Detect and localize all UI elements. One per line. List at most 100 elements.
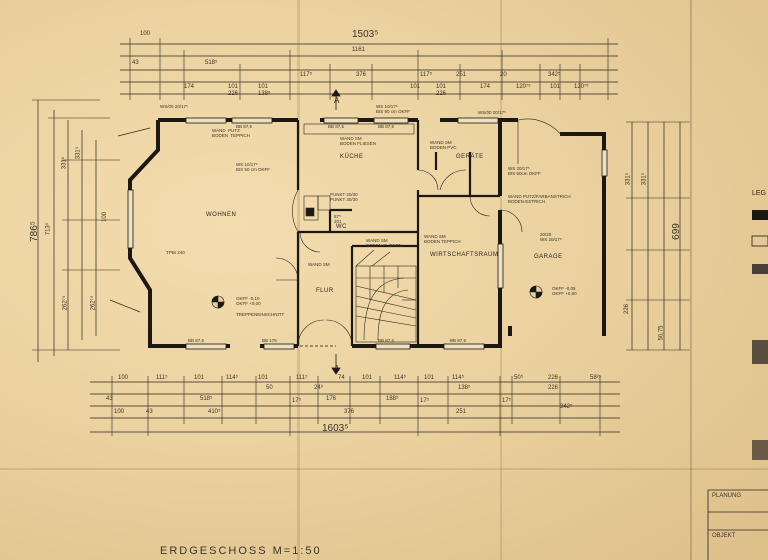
dim-bot-50: 50 bbox=[266, 385, 273, 391]
room-garage: GARAGE bbox=[534, 254, 563, 260]
note-ws-top-right: WS/00 20/17⁵ bbox=[478, 110, 506, 115]
dim-top-138: 138⁵ bbox=[258, 91, 271, 97]
note-wand-wc: WAND SM BODEN FLIESEN bbox=[366, 238, 403, 248]
dim-top-total: 1503⁵ bbox=[352, 29, 379, 40]
dim-bot-17c: 17⁵ bbox=[502, 398, 512, 404]
window-label: BB 87,5 bbox=[378, 338, 395, 343]
dim-bot-249: 24⁹ bbox=[314, 385, 324, 391]
dim-bot-74: 74 bbox=[338, 375, 345, 381]
dim-left-786: 786⁵ bbox=[28, 221, 40, 242]
window-label: BB 87,5 bbox=[450, 338, 467, 343]
dim-top-226b: 226 bbox=[436, 91, 447, 97]
section-mark-top: A bbox=[334, 96, 340, 105]
dim-bot-100b: 100 bbox=[114, 409, 125, 415]
dim-left-713: 713⁵ bbox=[45, 222, 52, 236]
note-okff-wohnen: OKFF -0,10 OKFF +0,00 bbox=[236, 296, 261, 306]
dim-bot-410: 410⁵ bbox=[208, 409, 221, 415]
dim-top-101b: 101 bbox=[258, 84, 269, 90]
dim-top-101c: 101 bbox=[410, 84, 421, 90]
dim-top-518: 518⁵ bbox=[205, 60, 218, 66]
dim-right-50: 50,75 bbox=[658, 325, 665, 341]
dim-top-117a: 117⁵ bbox=[300, 72, 313, 78]
paper-fold bbox=[0, 468, 768, 470]
window-label: BB 175 bbox=[262, 338, 277, 343]
dim-top-101d: 101 bbox=[436, 84, 447, 90]
note-wand-wirtschaft: WAND SM BODEN TEPPICH bbox=[424, 234, 461, 244]
drawing-caption: ERDGESCHOSS M=1:50 bbox=[160, 545, 322, 557]
dim-left-100: 100 bbox=[102, 211, 109, 223]
dim-left-331b: 331⁵ bbox=[75, 146, 82, 160]
dim-bot-376: 376 bbox=[344, 409, 355, 415]
window-label: BB 87,5 bbox=[328, 124, 345, 129]
dim-bot-58: 58²⁵ bbox=[590, 375, 602, 381]
window-label: BB 87,5 bbox=[188, 338, 205, 343]
room-geraete: GERÄTE bbox=[456, 154, 484, 160]
dim-bot-114b: 114⁵ bbox=[394, 375, 407, 381]
dim-right-226: 226 bbox=[624, 303, 631, 315]
dim-bot-226b: 226 bbox=[548, 385, 559, 391]
dim-right-331b: 331⁵ bbox=[641, 172, 648, 186]
note-ws-geraete2: WS 20/17⁵ BIS 60cm OKFF bbox=[508, 166, 541, 176]
dim-bot-17a: 17⁵ bbox=[292, 398, 302, 404]
dim-top-174: 174 bbox=[184, 84, 195, 90]
note-punkt: PUNKT 20/30 PUNKT 30/30 bbox=[330, 192, 358, 202]
room-wc: WC bbox=[336, 224, 347, 230]
dim-bot-101b: 101 bbox=[258, 375, 269, 381]
dim-bot-114c: 114⁵ bbox=[452, 375, 465, 381]
dim-bot-17b: 17⁵ bbox=[420, 398, 430, 404]
dim-bot-43b: 43 bbox=[146, 409, 153, 415]
note-ws-wohnen: WS 10/17⁵ BIS 50 cm OKFF bbox=[236, 162, 271, 172]
title-planung: PLANUNG bbox=[712, 493, 742, 499]
dim-bot-176: 176 bbox=[326, 396, 337, 402]
note-wand-putz: WAND PUTZ BODEN TEPPICH bbox=[212, 128, 250, 138]
note-okff-garage: OKFF -0,05 OKFF +0,00 bbox=[552, 286, 577, 296]
dim-left-262a: 262⁷⁵ bbox=[62, 295, 69, 311]
window-label: BB 87,5 bbox=[236, 124, 253, 129]
window-label: BB 87,5 bbox=[378, 124, 395, 129]
dim-bot-50b: 50⁵ bbox=[514, 375, 524, 381]
dim-top-1161: 1161 bbox=[352, 47, 365, 53]
dim-bot-188: 188⁵ bbox=[386, 396, 399, 402]
note-ws-top-left: WS/00 20/17⁵ bbox=[160, 104, 188, 109]
dim-top-120b: 120⁷⁵ bbox=[574, 84, 589, 90]
dim-top-100: 100 bbox=[140, 31, 151, 37]
dim-top-117b: 117⁵ bbox=[420, 72, 433, 78]
dim-bot-342: 342⁵ bbox=[560, 404, 573, 410]
dim-bot-138: 138⁵ bbox=[458, 385, 471, 391]
room-flur: FLUR bbox=[316, 288, 334, 294]
dim-top-101e: 101 bbox=[550, 84, 561, 90]
dim-bot-251: 251 bbox=[456, 409, 467, 415]
dim-left-331a: 331⁵ bbox=[61, 156, 68, 170]
dim-bot-100: 100 bbox=[118, 375, 129, 381]
dim-right-331a: 331⁵ bbox=[625, 172, 632, 186]
dim-bot-518: 518⁵ bbox=[200, 396, 213, 402]
note-wand-kitchen: WAND SM BODEN FLIESEN bbox=[340, 136, 377, 146]
dim-bot-101d: 101 bbox=[424, 375, 435, 381]
note-tpbi: TPBI 240 bbox=[166, 250, 185, 255]
dim-bot-111b: 111⁵ bbox=[296, 375, 308, 381]
dim-bot-total: 1603⁵ bbox=[322, 423, 349, 434]
dim-top-120a: 120⁷⁵ bbox=[516, 84, 531, 90]
dim-top-342: 342⁵ bbox=[548, 72, 561, 78]
dim-bot-43: 43 bbox=[106, 396, 113, 402]
dim-bot-114a: 114⁵ bbox=[226, 375, 239, 381]
dim-bot-101a: 101 bbox=[194, 375, 205, 381]
dim-top-43: 43 bbox=[132, 60, 139, 66]
note-wand-flur: WAND SM bbox=[308, 262, 330, 267]
note-wc-dim: 87⁵ 201 bbox=[334, 214, 342, 224]
note-wand-garage: WAND PUTZ/FARBANSTRICH BODEN ESTRICH bbox=[508, 194, 571, 204]
dim-left-262b: 262⁷⁵ bbox=[90, 295, 97, 311]
dim-right-699: 699 bbox=[670, 223, 682, 240]
section-mark-bottom: A bbox=[334, 364, 340, 373]
dim-bot-111a: 111⁵ bbox=[156, 375, 168, 381]
title-objekt: OBJEKT bbox=[712, 533, 736, 539]
dim-bot-226: 226 bbox=[548, 375, 559, 381]
dim-top-20: 20 bbox=[500, 72, 507, 78]
dim-top-376: 376 bbox=[356, 72, 367, 78]
room-wohnen: WOHNEN bbox=[206, 212, 237, 218]
room-kueche: KÜCHE bbox=[340, 154, 364, 160]
paper-fold bbox=[690, 0, 692, 560]
dim-top-174b: 174 bbox=[480, 84, 491, 90]
